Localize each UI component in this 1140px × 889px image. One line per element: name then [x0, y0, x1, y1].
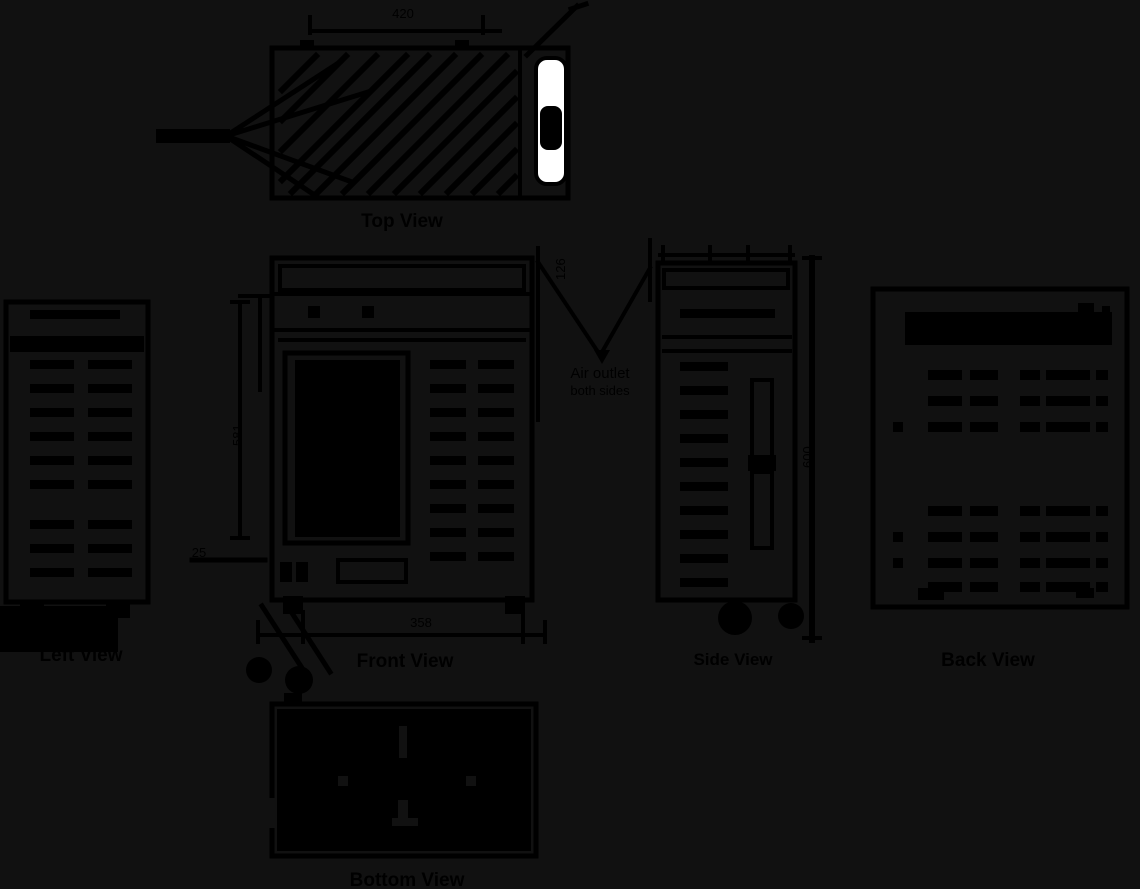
side-height-dimension: 600 [800, 446, 815, 468]
callout-line1: Air outlet [570, 365, 630, 382]
back-view-label: Back View [941, 650, 1035, 671]
top-view [156, 0, 590, 201]
foot-offset-dimension: 25 [191, 545, 207, 560]
side-view [655, 245, 822, 643]
bottom-view-label: Bottom View [349, 870, 465, 889]
bottom-view [264, 693, 539, 859]
callout-line2: both sides [570, 383, 630, 398]
side-view-label: Side View [693, 650, 773, 669]
gap-width-dimension: 126 [553, 258, 568, 280]
front-height-dimension: 581 [230, 424, 245, 446]
callout-leader [535, 259, 653, 364]
top-width-dimension: 420 [392, 6, 414, 21]
left-view [0, 299, 151, 652]
top-view-label: Top View [361, 211, 443, 232]
front-width-dimension: 358 [410, 615, 432, 630]
front-view [189, 238, 652, 694]
left-view-label: Left View [39, 645, 123, 666]
back-view [870, 286, 1130, 610]
front-view-label: Front View [356, 651, 454, 672]
